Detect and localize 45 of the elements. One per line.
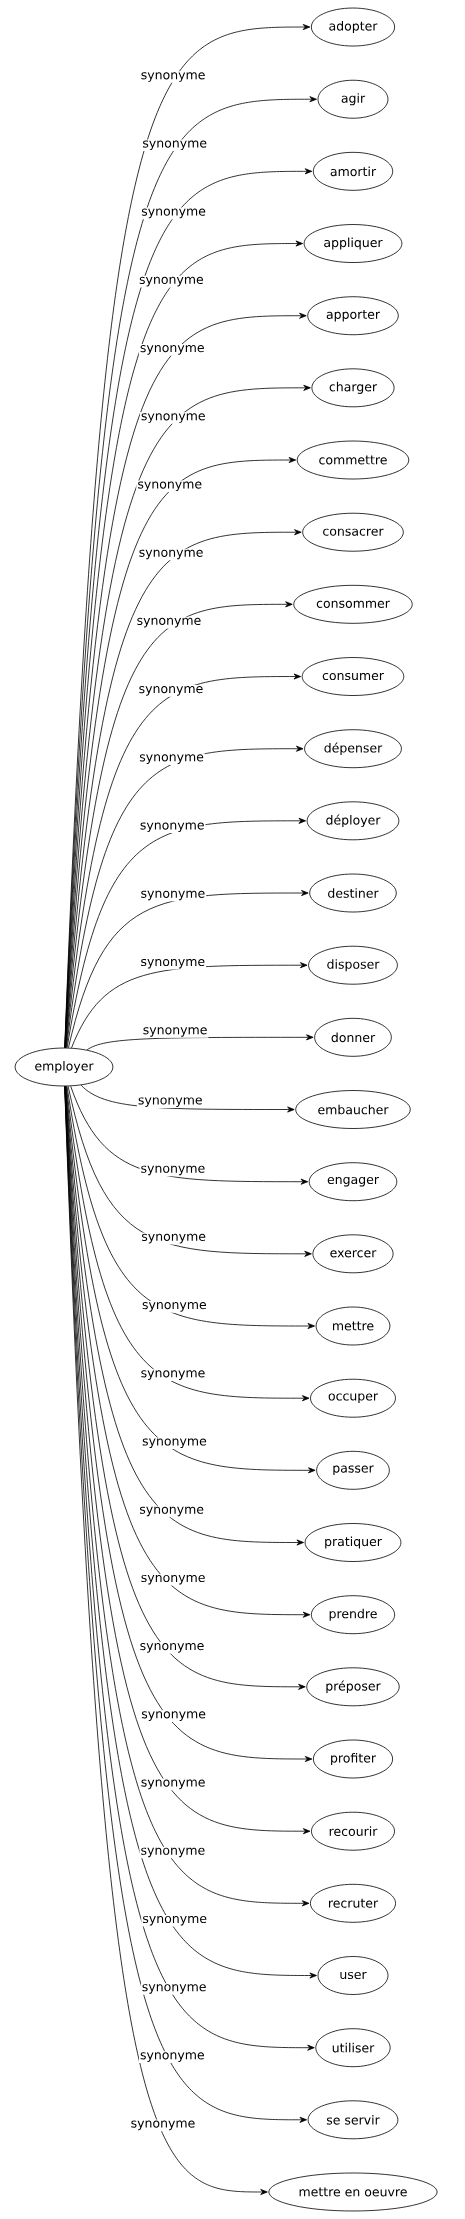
edge-label: synonyme (139, 549, 203, 560)
arrow (65, 1086, 316, 1474)
edge-label: synonyme (141, 1711, 206, 1721)
edge-label: synonyme (139, 1506, 204, 1517)
edge-label: synonyme (138, 481, 202, 492)
arrow (71, 962, 308, 1049)
edge-label: synonyme (140, 345, 204, 355)
arrow (64, 1086, 268, 2195)
arrow (66, 817, 306, 1049)
edge-label: synonyme (141, 1233, 206, 1244)
edge-label: synonyme (139, 686, 203, 696)
edge-label: synonyme (141, 1165, 205, 1176)
edge-label: synonyme (142, 1438, 207, 1449)
arrow (66, 1086, 315, 1329)
edge-label: synonyme (143, 140, 207, 151)
edge-label: synonyme (140, 2052, 204, 2062)
edge-label: synonyme (140, 822, 204, 833)
edge-label: synonyme (141, 1370, 205, 1380)
arrow (65, 601, 293, 1049)
edge-label: synonyme (141, 208, 206, 219)
edge-label: synonyme (137, 617, 201, 628)
arrow (65, 673, 302, 1049)
arrow (65, 1086, 304, 1546)
edge-label: synonyme (141, 72, 205, 82)
edge-label: synonyme (138, 1097, 202, 1107)
edge-label: synonyme (141, 413, 205, 423)
edge-label: synonyme (142, 1984, 206, 1994)
edge-label: synonyme (140, 1643, 204, 1653)
edge-label: synonyme (131, 2120, 195, 2131)
arrow (68, 890, 309, 1049)
edge-label: synonyme (141, 1847, 205, 1858)
edge-label: synonyme (139, 754, 204, 764)
arrow (70, 1085, 309, 1185)
edge-label: synonyme (142, 1302, 206, 1312)
edge-label: synonyme (141, 958, 205, 969)
arrow (67, 1085, 312, 1257)
arrow (66, 745, 304, 1049)
edge-label: synonyme (143, 1915, 207, 1926)
edge-label: synonyme (141, 1574, 205, 1585)
edge-label: synonyme (141, 1779, 205, 1790)
arrow (86, 1034, 314, 1051)
edge-label: synonyme (139, 276, 204, 287)
arrow (80, 1084, 295, 1113)
edge-label: synonyme (143, 1027, 207, 1037)
edge-label: synonyme (141, 890, 205, 901)
